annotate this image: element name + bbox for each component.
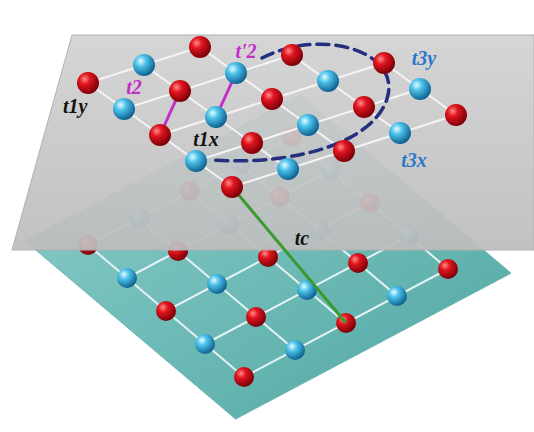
hopping-label: t3y [412,48,436,68]
atom [387,286,407,306]
atom [221,176,243,198]
atom [281,44,303,66]
atom [261,88,283,110]
atom [149,124,171,146]
atom [185,150,207,172]
atom [113,98,135,120]
hopping-label: t1x [193,129,219,149]
atom [189,36,211,58]
atom [333,140,355,162]
interlayer-bond [232,187,346,323]
hopping-label: t2 [126,77,142,97]
hopping-label: t'2 [235,41,256,61]
atom [246,307,266,327]
atom [241,132,263,154]
atom [445,104,467,126]
atom [317,70,339,92]
hopping-label: t1y [63,96,87,116]
atom [353,96,375,118]
third-neighbour-path [212,44,389,161]
atom [234,367,254,387]
atom [117,268,137,288]
atom [438,259,458,279]
atom [348,253,368,273]
atom [195,334,215,354]
upper-plane [12,35,534,250]
lattice-bond [88,245,244,377]
atom [205,106,227,128]
atom [133,54,155,76]
hopping-label: t3x [401,150,427,170]
atom [77,72,99,94]
atom [207,274,227,294]
atom [169,80,191,102]
lattice-bond [205,236,409,344]
atom [225,62,247,84]
atom [373,52,395,74]
atom [285,340,305,360]
atom [156,301,176,321]
atom [297,114,319,136]
atom [409,78,431,100]
hopping-label: tc [295,228,309,248]
atom [277,158,299,180]
atom [389,122,411,144]
